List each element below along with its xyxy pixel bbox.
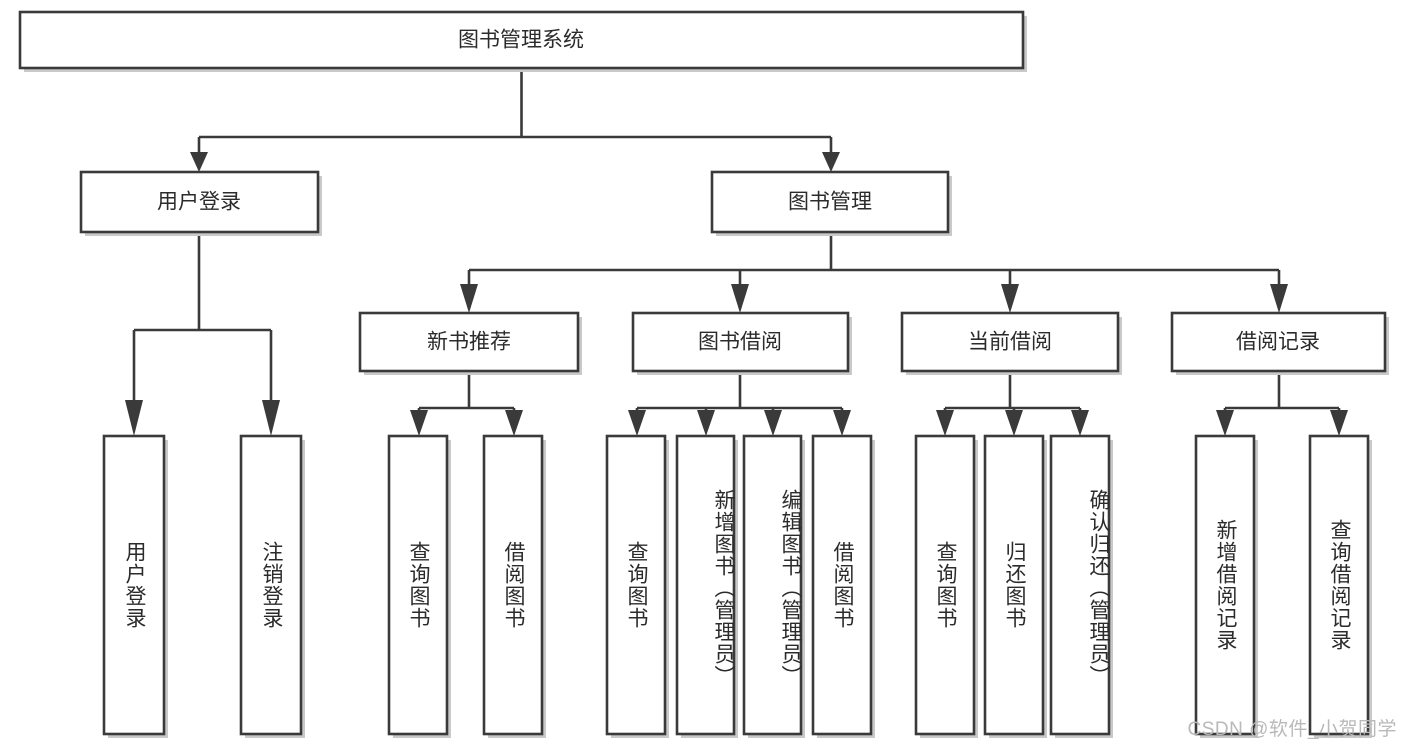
leaf-borrow-book-1-box <box>482 434 544 736</box>
leaf-node-return-book[interactable] <box>983 434 1047 738</box>
arrow-to-book-borrow <box>731 284 749 313</box>
node-borrow-record-label: 借阅记录 <box>1236 331 1320 354</box>
node-user-login-box <box>79 170 320 234</box>
node-current-borrow-box <box>900 311 1120 373</box>
leaf-query-book-1-box <box>387 434 449 736</box>
node-new-book-rec-label: 新书推荐 <box>427 331 511 354</box>
arrow-to-leaf-borrow-book-1 <box>505 410 523 436</box>
arrow-to-borrow-record <box>1270 284 1288 313</box>
leaf-query-book-2-box <box>605 434 667 736</box>
leaf-borrow-book-2-box <box>811 434 873 736</box>
node-layer: 图书管理系统 用户登录 图书管理 新书推荐 <box>18 10 1389 738</box>
leaf-add-record-box <box>1194 434 1256 736</box>
arrow-to-leaf-add-book-admin <box>697 410 715 436</box>
leaf-node-logout[interactable] <box>239 434 305 738</box>
arrow-to-leaf-confirm-return <box>1071 410 1089 436</box>
leaf-node-query-record[interactable] <box>1308 434 1372 738</box>
arrow-root-to-user-login <box>190 152 208 172</box>
arrow-to-leaf-edit-book-admin <box>764 410 782 436</box>
leaf-node-query-book-3[interactable] <box>914 434 978 738</box>
node-root-label: 图书管理系统 <box>458 29 584 52</box>
leaf-add-book-admin-box <box>675 434 736 736</box>
node-root[interactable]: 图书管理系统 <box>18 10 1027 72</box>
node-user-login[interactable]: 用户登录 <box>79 170 322 236</box>
arrow-to-leaf-borrow-book-2 <box>833 410 851 436</box>
arrow-to-leaf-query-book-2 <box>628 410 646 436</box>
leaf-edit-book-admin-box <box>742 434 803 736</box>
node-new-book-rec-box <box>358 311 580 373</box>
arrow-to-leaf-logout <box>262 400 280 436</box>
node-book-borrow-label: 图书借阅 <box>698 331 782 354</box>
leaf-node-query-book-1[interactable] <box>387 434 451 738</box>
leaf-node-user-login[interactable] <box>102 434 168 738</box>
leaf-node-add-book-admin[interactable] <box>675 434 738 738</box>
leaf-return-book-box <box>983 434 1045 736</box>
leaf-user-login-box <box>102 434 166 736</box>
node-current-borrow-label: 当前借阅 <box>968 331 1052 354</box>
node-book-manage-label: 图书管理 <box>788 191 872 214</box>
arrow-to-new-book-rec <box>460 284 478 313</box>
node-borrow-record-box <box>1170 311 1387 373</box>
leaf-query-book-3-box <box>914 434 976 736</box>
arrow-root-to-book-manage <box>822 152 840 172</box>
leaf-confirm-return-box <box>1049 434 1111 736</box>
arrow-to-leaf-query-record <box>1330 410 1348 436</box>
arrow-to-leaf-query-book-1 <box>410 410 428 436</box>
node-borrow-record[interactable]: 借阅记录 <box>1170 311 1389 375</box>
arrow-to-current-borrow <box>1001 284 1019 313</box>
node-root-box <box>18 10 1025 70</box>
arrow-to-leaf-user-login <box>125 400 143 436</box>
leaf-node-edit-book-admin[interactable] <box>742 434 805 738</box>
leaf-node-borrow-book-1[interactable] <box>482 434 546 738</box>
connector-layer <box>125 68 1348 436</box>
arrow-to-leaf-query-book-3 <box>936 410 954 436</box>
leaf-node-confirm-return-admin[interactable] <box>1049 434 1113 738</box>
csdn-watermark: CSDN @软件_小贺同学 <box>1187 719 1397 740</box>
leaf-query-record-box <box>1308 434 1370 736</box>
node-book-manage-box <box>710 170 950 234</box>
node-book-manage[interactable]: 图书管理 <box>710 170 952 236</box>
node-book-borrow[interactable]: 图书借阅 <box>631 311 852 375</box>
leaf-node-query-book-2[interactable] <box>605 434 669 738</box>
leaf-node-add-record[interactable] <box>1194 434 1258 738</box>
leaf-logout-box <box>239 434 303 736</box>
node-book-borrow-box <box>631 311 850 373</box>
node-user-login-label: 用户登录 <box>157 191 241 214</box>
node-new-book-rec[interactable]: 新书推荐 <box>358 311 582 375</box>
leaf-node-borrow-book-2[interactable] <box>811 434 875 738</box>
arrow-to-leaf-add-record <box>1216 410 1234 436</box>
arrow-to-leaf-return-book <box>1005 410 1023 436</box>
node-current-borrow[interactable]: 当前借阅 <box>900 311 1122 375</box>
